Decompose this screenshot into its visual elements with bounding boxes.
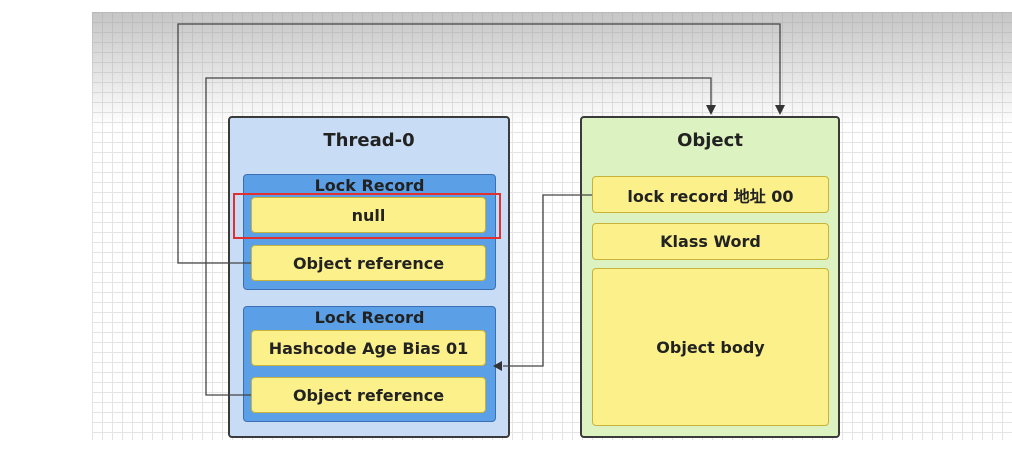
object-body-field: Object body	[592, 268, 829, 426]
object-klass-word-field: Klass Word	[592, 223, 829, 260]
canvas-shade	[92, 12, 1012, 127]
lock-record-1-object-reference: Object reference	[251, 245, 486, 281]
lock-record-2-top-cell: Hashcode Age Bias 01	[251, 330, 486, 366]
object-title: Object	[677, 130, 743, 151]
lock-record-2-label: Lock Record	[314, 308, 425, 327]
thread-title: Thread-0	[323, 130, 415, 151]
null-highlight-frame	[233, 193, 501, 239]
object-mark-word-field: lock record 地址 00	[592, 176, 829, 213]
lock-record-2-object-reference: Object reference	[251, 377, 486, 413]
